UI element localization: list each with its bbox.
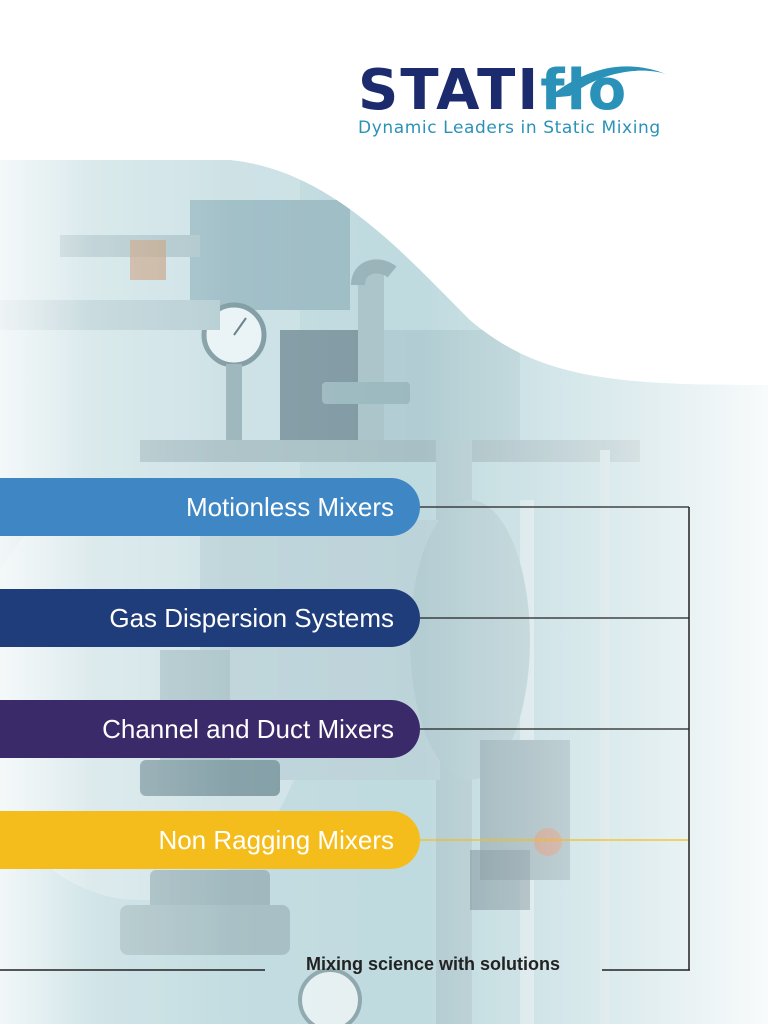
- product-label: Non Ragging Mixers: [158, 824, 394, 855]
- connector-lines: [420, 506, 689, 841]
- brand-tagline: Dynamic Leaders in Static Mixing: [358, 118, 661, 138]
- product-channel-duct-mixers[interactable]: Channel and Duct Mixers: [0, 700, 420, 758]
- footer-slogan: Mixing science with solutions: [305, 954, 561, 974]
- product-label: Gas Dispersion Systems: [109, 602, 394, 633]
- product-label: Motionless Mixers: [185, 491, 394, 522]
- logo-wordmark: STATIflo: [358, 58, 628, 123]
- product-motionless-mixers[interactable]: Motionless Mixers: [0, 478, 420, 536]
- product-non-ragging-mixers[interactable]: Non Ragging Mixers: [0, 811, 420, 869]
- product-label: Channel and Duct Mixers: [102, 713, 394, 744]
- wave-shape: [230, 0, 768, 385]
- logo-swoosh: [548, 66, 666, 98]
- product-gas-dispersion-systems[interactable]: Gas Dispersion Systems: [0, 589, 420, 647]
